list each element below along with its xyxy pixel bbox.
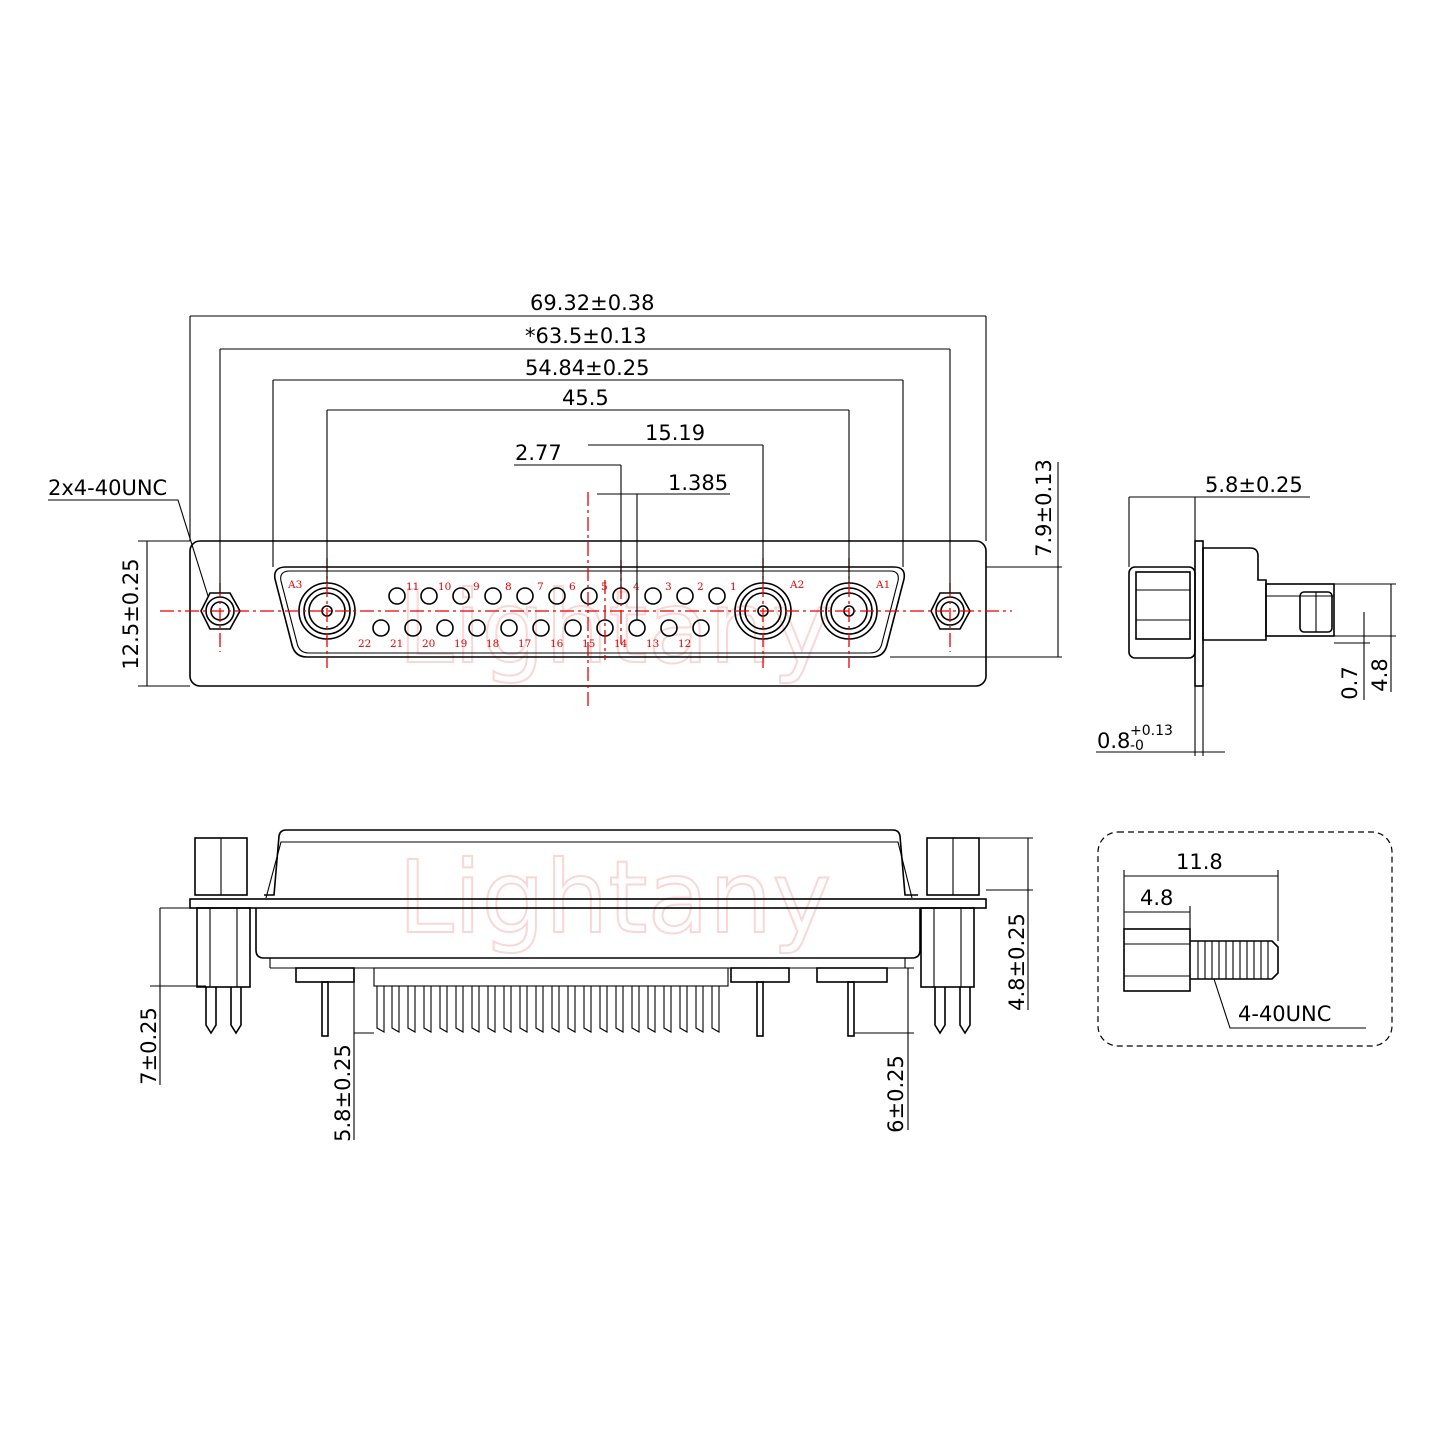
pin-label-22: 22	[358, 638, 371, 650]
dim-7-9: 7.9±0.13	[1032, 459, 1056, 557]
dim-height: 12.5±0.25	[119, 558, 143, 669]
dim-side-5-8: 5.8±0.25	[1205, 473, 1303, 497]
dim-mount-spacing: *63.5±0.13	[525, 324, 647, 348]
pin-label-15: 15	[582, 638, 595, 650]
watermark-bottom: Lightany	[398, 839, 831, 956]
coax-label-a3: A3	[287, 579, 302, 591]
pin-label-6: 6	[569, 581, 576, 593]
pin-label-13: 13	[646, 638, 659, 650]
dim-shell-width: 54.84±0.25	[525, 356, 649, 380]
pin-label-8: 8	[505, 581, 512, 593]
dim-bottom-5-8: 5.8±0.25	[331, 1044, 355, 1142]
front-shell-inner	[280, 570, 899, 654]
pin-label-19: 19	[454, 638, 467, 650]
coax-label-a1: A1	[875, 579, 890, 591]
front-view: A3 A2 A1 11 10 9 8 7 6 5 4 3 2	[48, 291, 1062, 708]
pin-label-11: 11	[406, 581, 419, 593]
pin-label-9: 9	[473, 581, 480, 593]
signal-pin-tails	[373, 967, 729, 1033]
dim-screw-4-8: 4.8	[1140, 886, 1173, 910]
dim-bottom-7: 7±0.25	[137, 1007, 161, 1085]
dim-coax-span: 45.5	[562, 386, 609, 410]
dim-bottom-6: 6±0.25	[884, 1055, 908, 1133]
dim-side-4-8: 4.8	[1368, 658, 1392, 691]
pin-label-2: 2	[697, 581, 704, 593]
pin-label-17: 17	[518, 638, 531, 650]
pin-label-12: 12	[678, 638, 691, 650]
dim-side-0-8-minus: -0	[1130, 738, 1144, 754]
watermark-top: Lightany	[398, 569, 831, 686]
front-dimension-lines	[48, 315, 1062, 687]
coax-label-a2: A2	[789, 579, 804, 591]
pin-label-3: 3	[665, 581, 672, 593]
side-view: 5.8±0.25 0.8 +0.13 -0 0.7 4.8	[1096, 473, 1396, 756]
bottom-view: 7±0.25 5.8±0.25 6±0.25 4.8±0.25	[137, 829, 1033, 1142]
dim-15-19: 15.19	[645, 421, 705, 445]
dim-side-0-8-plus: +0.13	[1130, 723, 1173, 739]
signal-pins-bottom	[372, 619, 710, 637]
dim-screw-11-8: 11.8	[1176, 850, 1223, 874]
pin-label-1: 1	[730, 581, 737, 593]
pin-label-18: 18	[486, 638, 499, 650]
pin-label-5: 5	[601, 581, 608, 593]
dim-1-385: 1.385	[668, 471, 728, 495]
dim-overall-width: 69.32±0.38	[530, 291, 654, 315]
dim-bottom-4-8: 4.8±0.25	[1005, 913, 1029, 1011]
front-shell	[273, 566, 906, 658]
pin-label-20: 20	[422, 638, 435, 650]
pin-label-10: 10	[438, 581, 451, 593]
screw-detail: 11.8 4.8 4-40UNC	[1097, 831, 1393, 1047]
thread-callout-screw: 4-40UNC	[1238, 1002, 1331, 1026]
dim-side-0-7: 0.7	[1338, 666, 1362, 699]
thread-callout-front: 2x4-40UNC	[48, 476, 167, 500]
pin-label-7: 7	[537, 581, 544, 593]
dim-side-0-8: 0.8	[1097, 729, 1130, 753]
screw-detail-frame	[1097, 831, 1393, 1047]
pin-label-16: 16	[550, 638, 564, 650]
signal-pins-top	[388, 587, 726, 605]
dim-2-77: 2.77	[515, 441, 562, 465]
pin-label-21: 21	[390, 638, 403, 650]
